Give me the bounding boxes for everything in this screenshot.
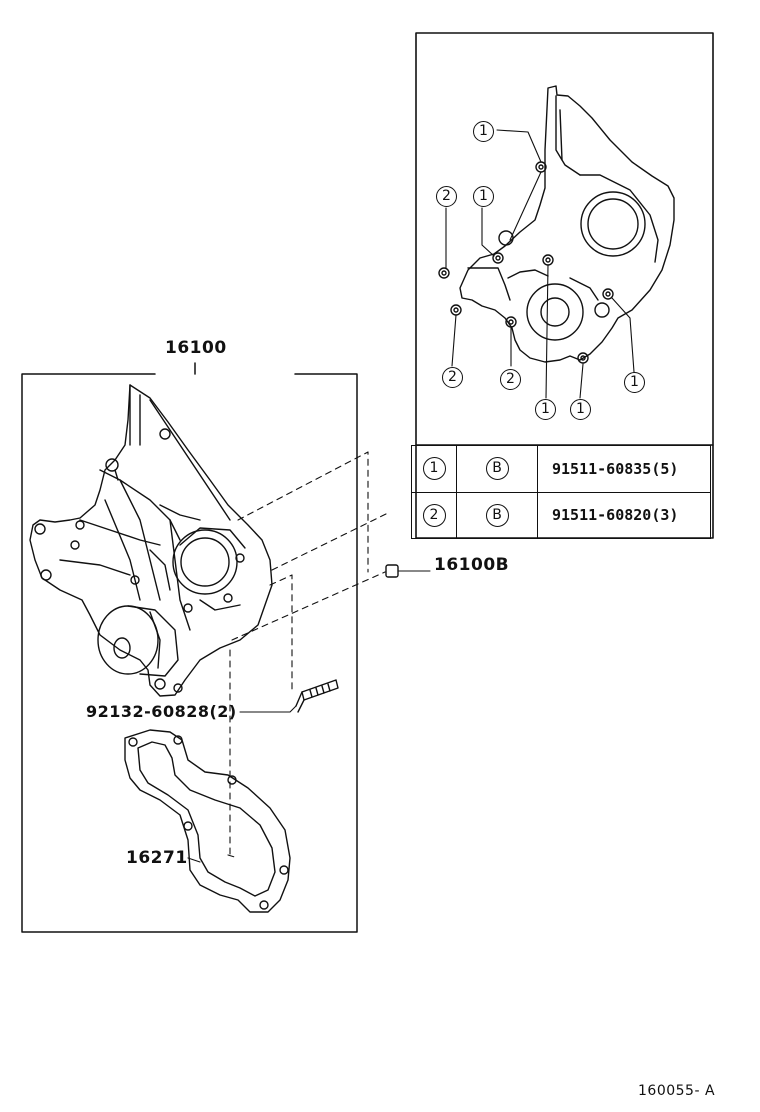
assembly-dashed-lines [227, 451, 391, 859]
detail-bolt-holes [438, 161, 614, 364]
main-part-label: 16100 [165, 338, 227, 358]
callout-1: 1 [570, 399, 591, 420]
figure-code: 160055- A [638, 1083, 716, 1099]
detail-leader-lines [445, 129, 635, 399]
main-frame [21, 362, 358, 933]
legend-part-number: 91511-60820(3) [537, 491, 711, 539]
stud-bolt [295, 679, 339, 713]
legend-code: B [485, 503, 509, 527]
callout-2: 2 [436, 186, 457, 207]
detail-cover-outline [459, 85, 675, 363]
legend-part-number: 91511-60835(5) [537, 445, 711, 493]
gasket-outline [124, 729, 291, 913]
callout-1: 1 [535, 399, 556, 420]
callout-2: 2 [500, 369, 521, 390]
bolt-legend-table: 1 B 91511-60835(5) 2 B 91511-60820(3) [411, 445, 711, 539]
legend-code: B [485, 457, 509, 481]
legend-row: 2 B 91511-60820(3) [411, 491, 711, 539]
gasket-part-label: 16271 [126, 848, 188, 868]
legend-key: 2 [422, 503, 446, 527]
stud-part-label: 92132-60828(2) [86, 702, 237, 721]
callout-1: 1 [624, 372, 645, 393]
pump-pulley-hub [97, 605, 179, 677]
plug-16100b [385, 564, 431, 578]
main-leader-lines [187, 705, 297, 863]
plug-part-label: 16100B [434, 555, 510, 575]
legend-key: 1 [422, 457, 446, 481]
callout-1: 1 [473, 186, 494, 207]
callout-2: 2 [442, 367, 463, 388]
water-pump-cover [29, 384, 273, 697]
legend-row: 1 B 91511-60835(5) [411, 445, 711, 493]
callout-1: 1 [473, 121, 494, 142]
